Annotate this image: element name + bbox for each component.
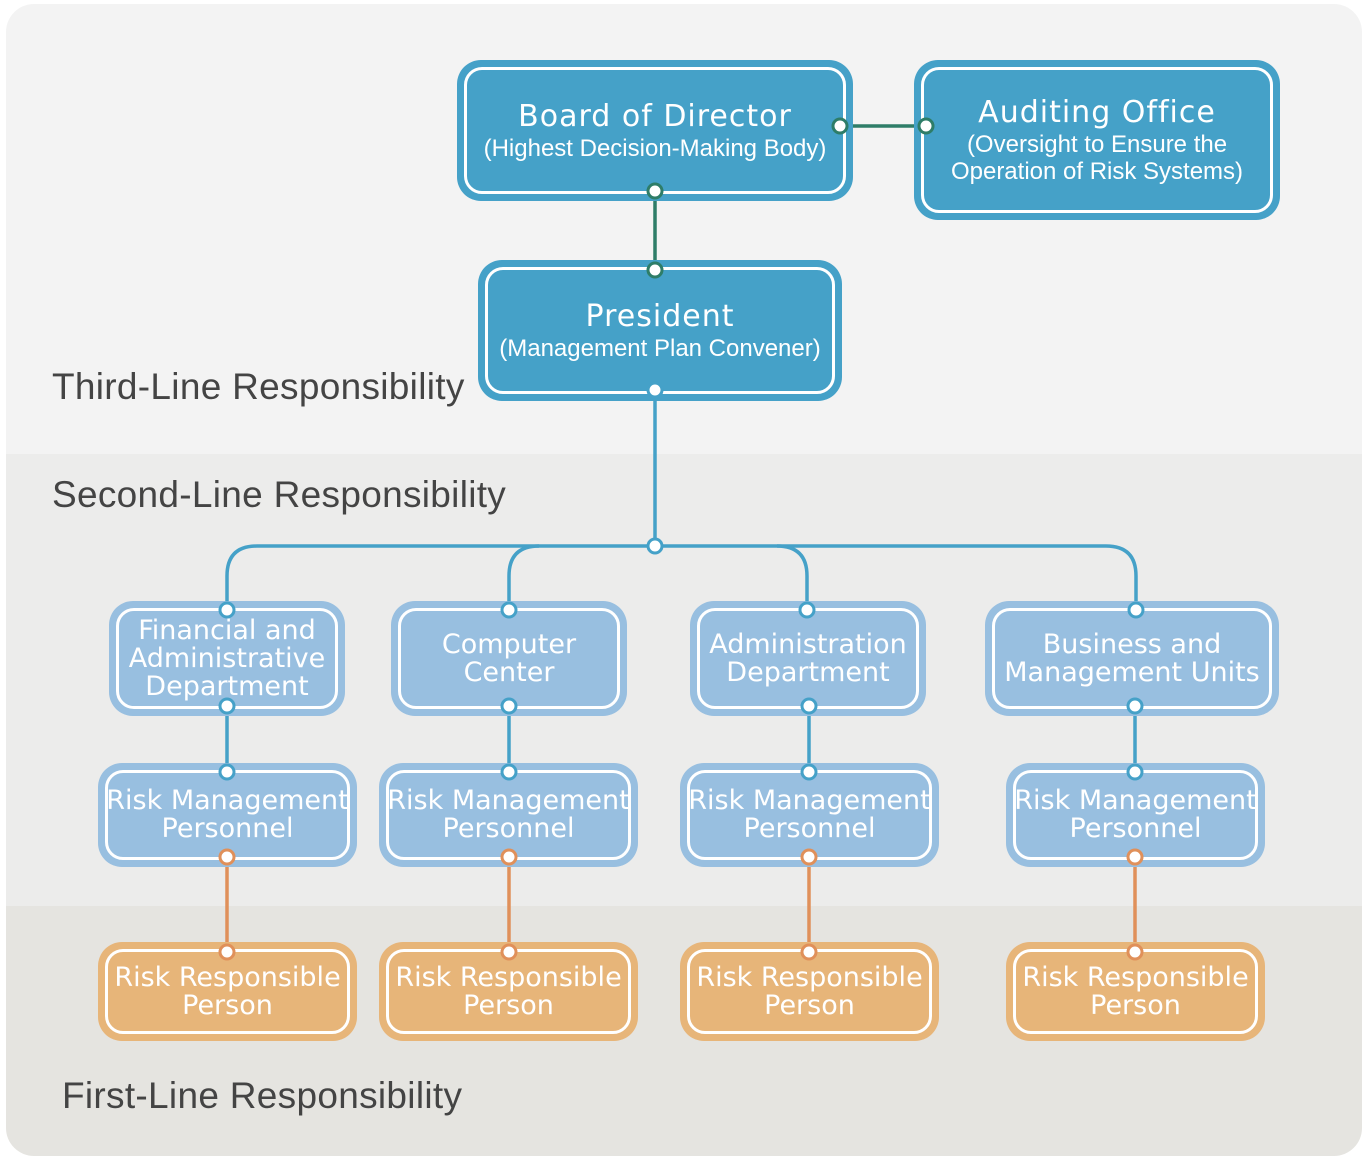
rmp-label-line2: Personnel bbox=[161, 813, 294, 844]
department-label-line: Administration bbox=[709, 628, 907, 660]
connector-dot bbox=[218, 601, 236, 619]
connector-dot bbox=[917, 117, 935, 135]
connector-dot bbox=[218, 943, 236, 961]
department-label-line: Center bbox=[463, 656, 555, 688]
connector-dot bbox=[800, 848, 818, 866]
president-subtitle: (Management Plan Convener) bbox=[499, 335, 821, 362]
rrp-label-line1: Risk Responsible bbox=[1022, 961, 1249, 993]
connector-dot bbox=[500, 601, 518, 619]
department-label-line: Business and bbox=[1042, 628, 1222, 660]
connector-dot bbox=[798, 601, 816, 619]
rrp-label-line2: Person bbox=[764, 989, 855, 1021]
department-box-financial: Financial and Administrative Department bbox=[109, 601, 345, 716]
branch-bus-connector bbox=[225, 544, 1138, 610]
rmp-label-line1: Risk Management bbox=[688, 785, 931, 816]
rmp-label-line1: Risk Management bbox=[1014, 785, 1257, 816]
rrp-label-line1: Risk Responsible bbox=[696, 961, 923, 993]
connector-dot bbox=[218, 848, 236, 866]
branch-computer-connector bbox=[507, 544, 540, 610]
connector-dot bbox=[1126, 697, 1144, 715]
connector-dot bbox=[646, 537, 664, 555]
rrp-label-line1: Risk Responsible bbox=[395, 961, 622, 993]
board-title: Board of Director bbox=[518, 99, 792, 134]
auditing-subtitle-line2: Operation of Risk Systems) bbox=[950, 158, 1244, 185]
connector-dot bbox=[1127, 601, 1145, 619]
rrp-label-line2: Person bbox=[182, 989, 273, 1021]
rrp-label-line2: Person bbox=[463, 989, 554, 1021]
board-subtitle: (Highest Decision-Making Body) bbox=[483, 135, 827, 162]
connector-dot bbox=[831, 117, 849, 135]
rmp-label-line2: Personnel bbox=[442, 813, 575, 844]
rmp-label-line2: Personnel bbox=[1069, 813, 1202, 844]
connector-dot bbox=[800, 943, 818, 961]
connector-dot bbox=[500, 848, 518, 866]
department-label-line: Department bbox=[145, 670, 309, 702]
connector-dot bbox=[1126, 848, 1144, 866]
connector-dot bbox=[646, 182, 664, 200]
connector-dot bbox=[218, 697, 236, 715]
connector-dot bbox=[646, 381, 664, 399]
board-of-director-box: Board of Director (Highest Decision-Maki… bbox=[457, 60, 853, 201]
connector-dot bbox=[500, 697, 518, 715]
department-label-line: Administrative bbox=[128, 642, 326, 674]
branch-administration-connector bbox=[776, 544, 809, 610]
connector-dot bbox=[500, 943, 518, 961]
connector-dot bbox=[800, 697, 818, 715]
president-title: President bbox=[585, 299, 735, 334]
connector-dot bbox=[1126, 943, 1144, 961]
connector-dot bbox=[500, 763, 518, 781]
rmp-label-line2: Personnel bbox=[743, 813, 876, 844]
president-box: President (Management Plan Convener) bbox=[478, 260, 842, 401]
department-label-line: Management Units bbox=[1004, 656, 1260, 688]
first-line-label: First-Line Responsibility bbox=[62, 1075, 463, 1116]
rrp-label-line2: Person bbox=[1090, 989, 1181, 1021]
rmp-label-line1: Risk Management bbox=[387, 785, 630, 816]
connector-dot bbox=[218, 763, 236, 781]
department-label-line: Computer bbox=[441, 628, 577, 660]
department-box-computer-center: Computer Center bbox=[391, 601, 627, 716]
connector-dot bbox=[646, 261, 664, 279]
connector-dot bbox=[1126, 763, 1144, 781]
third-line-label: Third-Line Responsibility bbox=[52, 366, 465, 407]
auditing-subtitle-line1: (Oversight to Ensure the bbox=[966, 131, 1228, 158]
connector-dot bbox=[800, 763, 818, 781]
rmp-label-line1: Risk Management bbox=[106, 785, 349, 816]
department-label-line: Department bbox=[726, 656, 890, 688]
auditing-office-box: Auditing Office (Oversight to Ensure the… bbox=[914, 60, 1280, 220]
department-label-line: Financial and bbox=[138, 614, 316, 646]
auditing-title: Auditing Office bbox=[978, 95, 1216, 130]
rrp-label-line1: Risk Responsible bbox=[114, 961, 341, 993]
second-line-label: Second-Line Responsibility bbox=[52, 474, 507, 515]
